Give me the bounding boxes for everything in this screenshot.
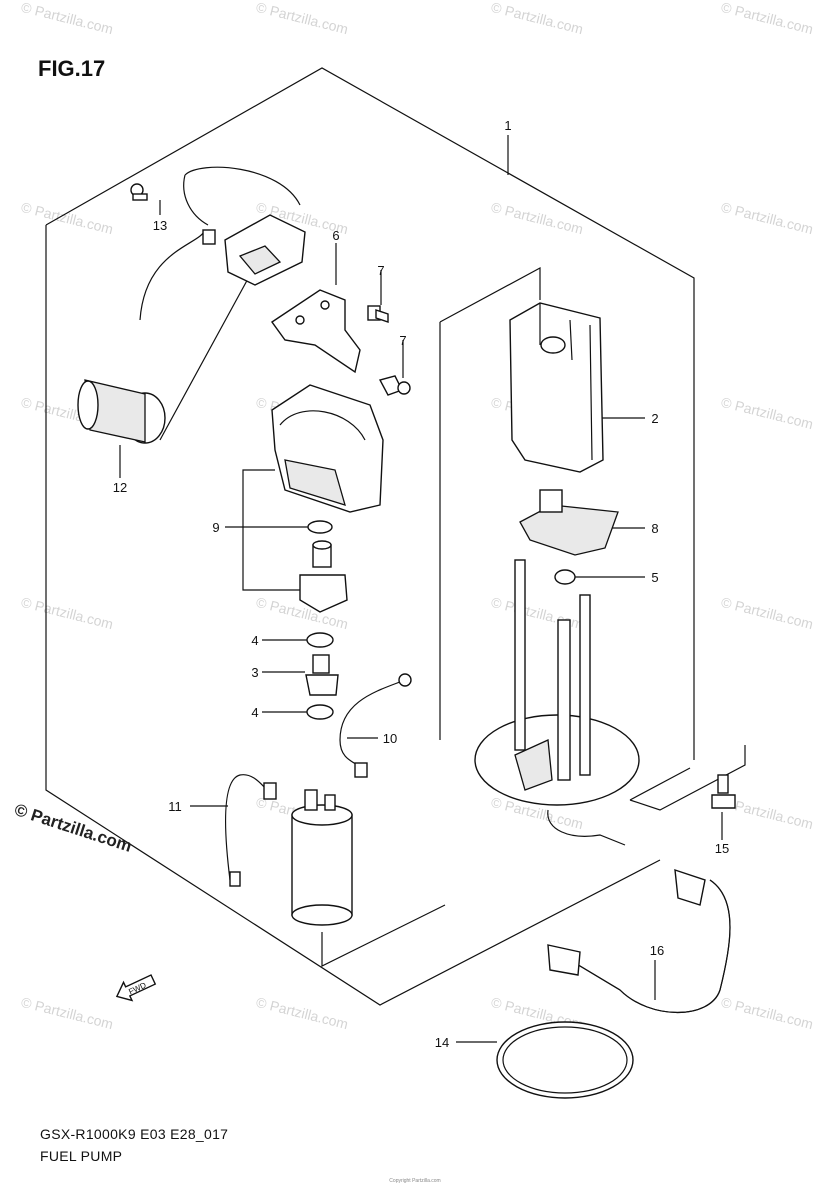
hose-fitting-16b — [547, 944, 581, 976]
float-arm — [159, 274, 251, 441]
callout-1: 1 — [504, 118, 511, 133]
pump-housing-2 — [509, 302, 604, 473]
callout-3: 3 — [251, 665, 258, 680]
fwd-arrow: FWD — [115, 974, 157, 1002]
inner-outline — [439, 266, 541, 323]
callout-7a: 7 — [377, 263, 384, 278]
bracket-6 — [271, 289, 361, 374]
callout-11: 11 — [168, 799, 182, 814]
tiny-footer: Copyright Partzilla.com — [389, 1178, 441, 1184]
o-ring-4a — [306, 632, 334, 648]
hose-fitting-16a — [674, 868, 706, 906]
o-ring-5 — [554, 569, 576, 585]
callout-10: 10 — [383, 731, 397, 746]
filter-8 — [519, 489, 619, 556]
callout-2: 2 — [651, 411, 658, 426]
callout-6: 6 — [332, 228, 339, 243]
callout-4b: 4 — [251, 705, 258, 720]
callout-12: 12 — [113, 480, 127, 495]
callout-13: 13 — [153, 218, 167, 233]
o-ring-4b — [306, 704, 334, 720]
pump-top-cover — [271, 384, 384, 513]
figure-label: FIG.17 — [38, 56, 106, 81]
bolt-15 — [711, 774, 736, 809]
fuel-float — [77, 379, 166, 444]
sender-wire — [139, 166, 301, 321]
o-ring-9 — [307, 520, 333, 534]
callout-9: 9 — [212, 520, 219, 535]
callout-4a: 4 — [251, 633, 258, 648]
callout-8: 8 — [651, 521, 658, 536]
wire-10 — [339, 679, 406, 769]
fuel-pump-motor — [291, 789, 353, 926]
fitting-3 — [305, 654, 339, 696]
callout-7b: 7 — [399, 333, 406, 348]
fuel-level-sender — [202, 214, 306, 286]
pump-base-plate — [474, 559, 640, 846]
callout-5: 5 — [651, 570, 658, 585]
callout-15: 15 — [715, 841, 729, 856]
diagram-code: GSX-R1000K9 E03 E28_017 — [40, 1126, 229, 1142]
screw-13 — [130, 183, 148, 201]
o-ring-14 — [496, 1021, 634, 1099]
wire-11 — [224, 774, 269, 881]
diagram-title: FUEL PUMP — [40, 1148, 123, 1164]
screw-7b — [378, 375, 411, 396]
callout-14: 14 — [435, 1035, 449, 1050]
svg-text:FWD: FWD — [127, 980, 148, 996]
pressure-regulator — [299, 540, 348, 613]
callout-16: 16 — [650, 943, 664, 958]
assembly-outline-bottom — [45, 225, 661, 1006]
screw-7a — [367, 305, 389, 323]
